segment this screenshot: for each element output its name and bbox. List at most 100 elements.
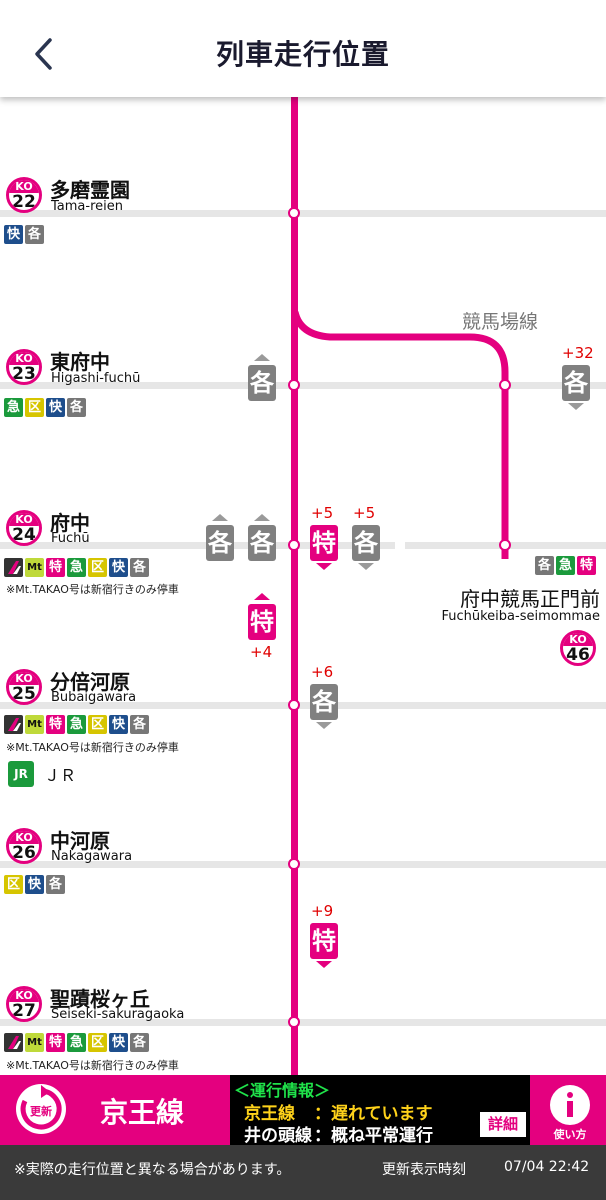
train-delay: +6 [311,663,334,681]
train-marker[interactable]: 各 [206,525,234,561]
local-chip: 各 [130,1033,149,1052]
station-name[interactable]: 府中 [50,511,90,535]
k-chip [4,1033,23,1052]
jr-transfer-label: ＪＲ [44,766,77,785]
branch-station-node [499,379,511,391]
train-direction-down-icon [316,722,332,729]
express-chip: 急 [67,558,86,577]
stop-types: Mt 特 急 区 快 各 [4,558,149,577]
station-rail [0,542,395,549]
station-romaji: Seiseki-sakuragaoka [51,1007,185,1022]
train-direction-down-icon [316,563,332,570]
mt-takao-chip: Mt [25,558,44,577]
footer-bar: 更新 京王線 ＜運行情報＞ 京王線 ：遅れています 井の頭線 ：概ね平常運行 詳… [0,1075,606,1146]
mt-takao-chip: Mt [25,1033,44,1052]
limited-express-chip: 特 [46,715,65,734]
station-name[interactable]: 多磨霊園 [50,178,130,202]
rapid-chip: 快 [109,558,128,577]
keio-liner-icon [8,718,21,731]
local-chip: 各 [25,225,44,244]
express-chip: 急 [67,1033,86,1052]
train-marker[interactable]: 各 [352,525,380,561]
station-romaji: Bubaigawara [51,690,137,705]
local-chip: 各 [130,558,149,577]
info-icon [550,1085,590,1125]
station-name[interactable]: 分倍河原 [50,670,130,694]
train-direction-up-icon [212,514,228,521]
train-direction-down-icon [568,403,584,410]
info-line2-name: 井の頭線 [244,1126,312,1146]
page-title: 列車走行位置 [215,38,390,71]
train-direction-up-icon [254,593,270,600]
train-marker[interactable]: 各 [248,525,276,561]
detail-button[interactable]: 詳細 [480,1112,526,1137]
train-direction-down-icon [316,961,332,968]
info-line1-name: 京王線 [244,1104,295,1124]
train-delay: +9 [311,902,334,920]
station-name[interactable]: 東府中 [50,350,110,374]
station-node [288,858,300,870]
jr-transfer: JR ＪＲ [8,761,76,787]
stop-types: Mt 特 急 区 快 各 [4,715,149,734]
updated-label: 更新表示時刻 [382,1162,466,1178]
how-to-button[interactable]: 使い方 [540,1081,600,1141]
mt-takao-chip: Mt [25,715,44,734]
local-chip: 各 [535,556,554,575]
semi-express-chip: 区 [4,875,23,894]
service-info-panel[interactable]: ＜運行情報＞ 京王線 ：遅れています 井の頭線 ：概ね平常運行 詳細 [230,1075,530,1146]
station-name[interactable]: 聖蹟桜ヶ丘 [50,987,150,1011]
train-marker[interactable]: 特 [310,525,338,561]
line-name[interactable]: 京王線 [100,1096,185,1129]
refresh-button[interactable]: 更新 [16,1084,66,1134]
station-rail [0,702,606,709]
branch-line-label: 競馬場線 [462,311,539,333]
branch-station-romaji: Fuchūkeiba-seimommae [441,609,600,624]
train-direction-up-icon [254,354,270,361]
train-delay: +4 [250,643,273,661]
express-chip: 急 [4,398,23,417]
rapid-chip: 快 [46,398,65,417]
refresh-icon [20,1085,62,1130]
station-node [288,1016,300,1028]
header-bar: 列車走行位置 [0,0,606,97]
branch-station-node [499,539,511,551]
keio-liner-icon [8,561,21,574]
back-chevron-icon[interactable] [30,34,56,74]
express-chip: 急 [556,556,575,575]
station-romaji: Tama-reien [51,199,123,214]
mt-takao-note: ※Mt.TAKAO号は新宿行きのみ停車 [6,583,179,596]
limited-express-chip: 特 [46,558,65,577]
station-node [288,379,300,391]
train-marker[interactable]: 特 [248,604,276,640]
train-delay: +5 [311,504,334,522]
train-marker[interactable]: 各 [248,365,276,401]
jr-logo-icon: JR [8,761,34,787]
branch-line [291,311,509,559]
station-romaji: Higashi-fuchū [51,371,141,386]
info-title: ＜運行情報＞ [234,1081,331,1100]
station-node [288,539,300,551]
k-chip [4,715,23,734]
branch-station-name[interactable]: 府中競馬正門前 [460,587,600,611]
status-bar: ※実際の走行位置と異なる場合があります。 更新表示時刻 07/04 22:42 [0,1145,606,1200]
station-romaji: Fuchū [51,531,90,546]
refresh-label: 更新 [30,1105,52,1118]
station-node [288,699,300,711]
train-direction-up-icon [254,514,270,521]
station-name[interactable]: 中河原 [50,829,110,853]
train-direction-down-icon [358,563,374,570]
train-marker[interactable]: 各 [310,684,338,720]
express-chip: 急 [67,715,86,734]
semi-express-chip: 区 [88,1033,107,1052]
stop-types: 区 快 各 [4,875,65,894]
stop-types: 急 区 快 各 [4,398,86,417]
station-rail [0,382,606,389]
train-marker[interactable]: 特 [310,923,338,959]
train-marker[interactable]: 各 [562,365,590,401]
